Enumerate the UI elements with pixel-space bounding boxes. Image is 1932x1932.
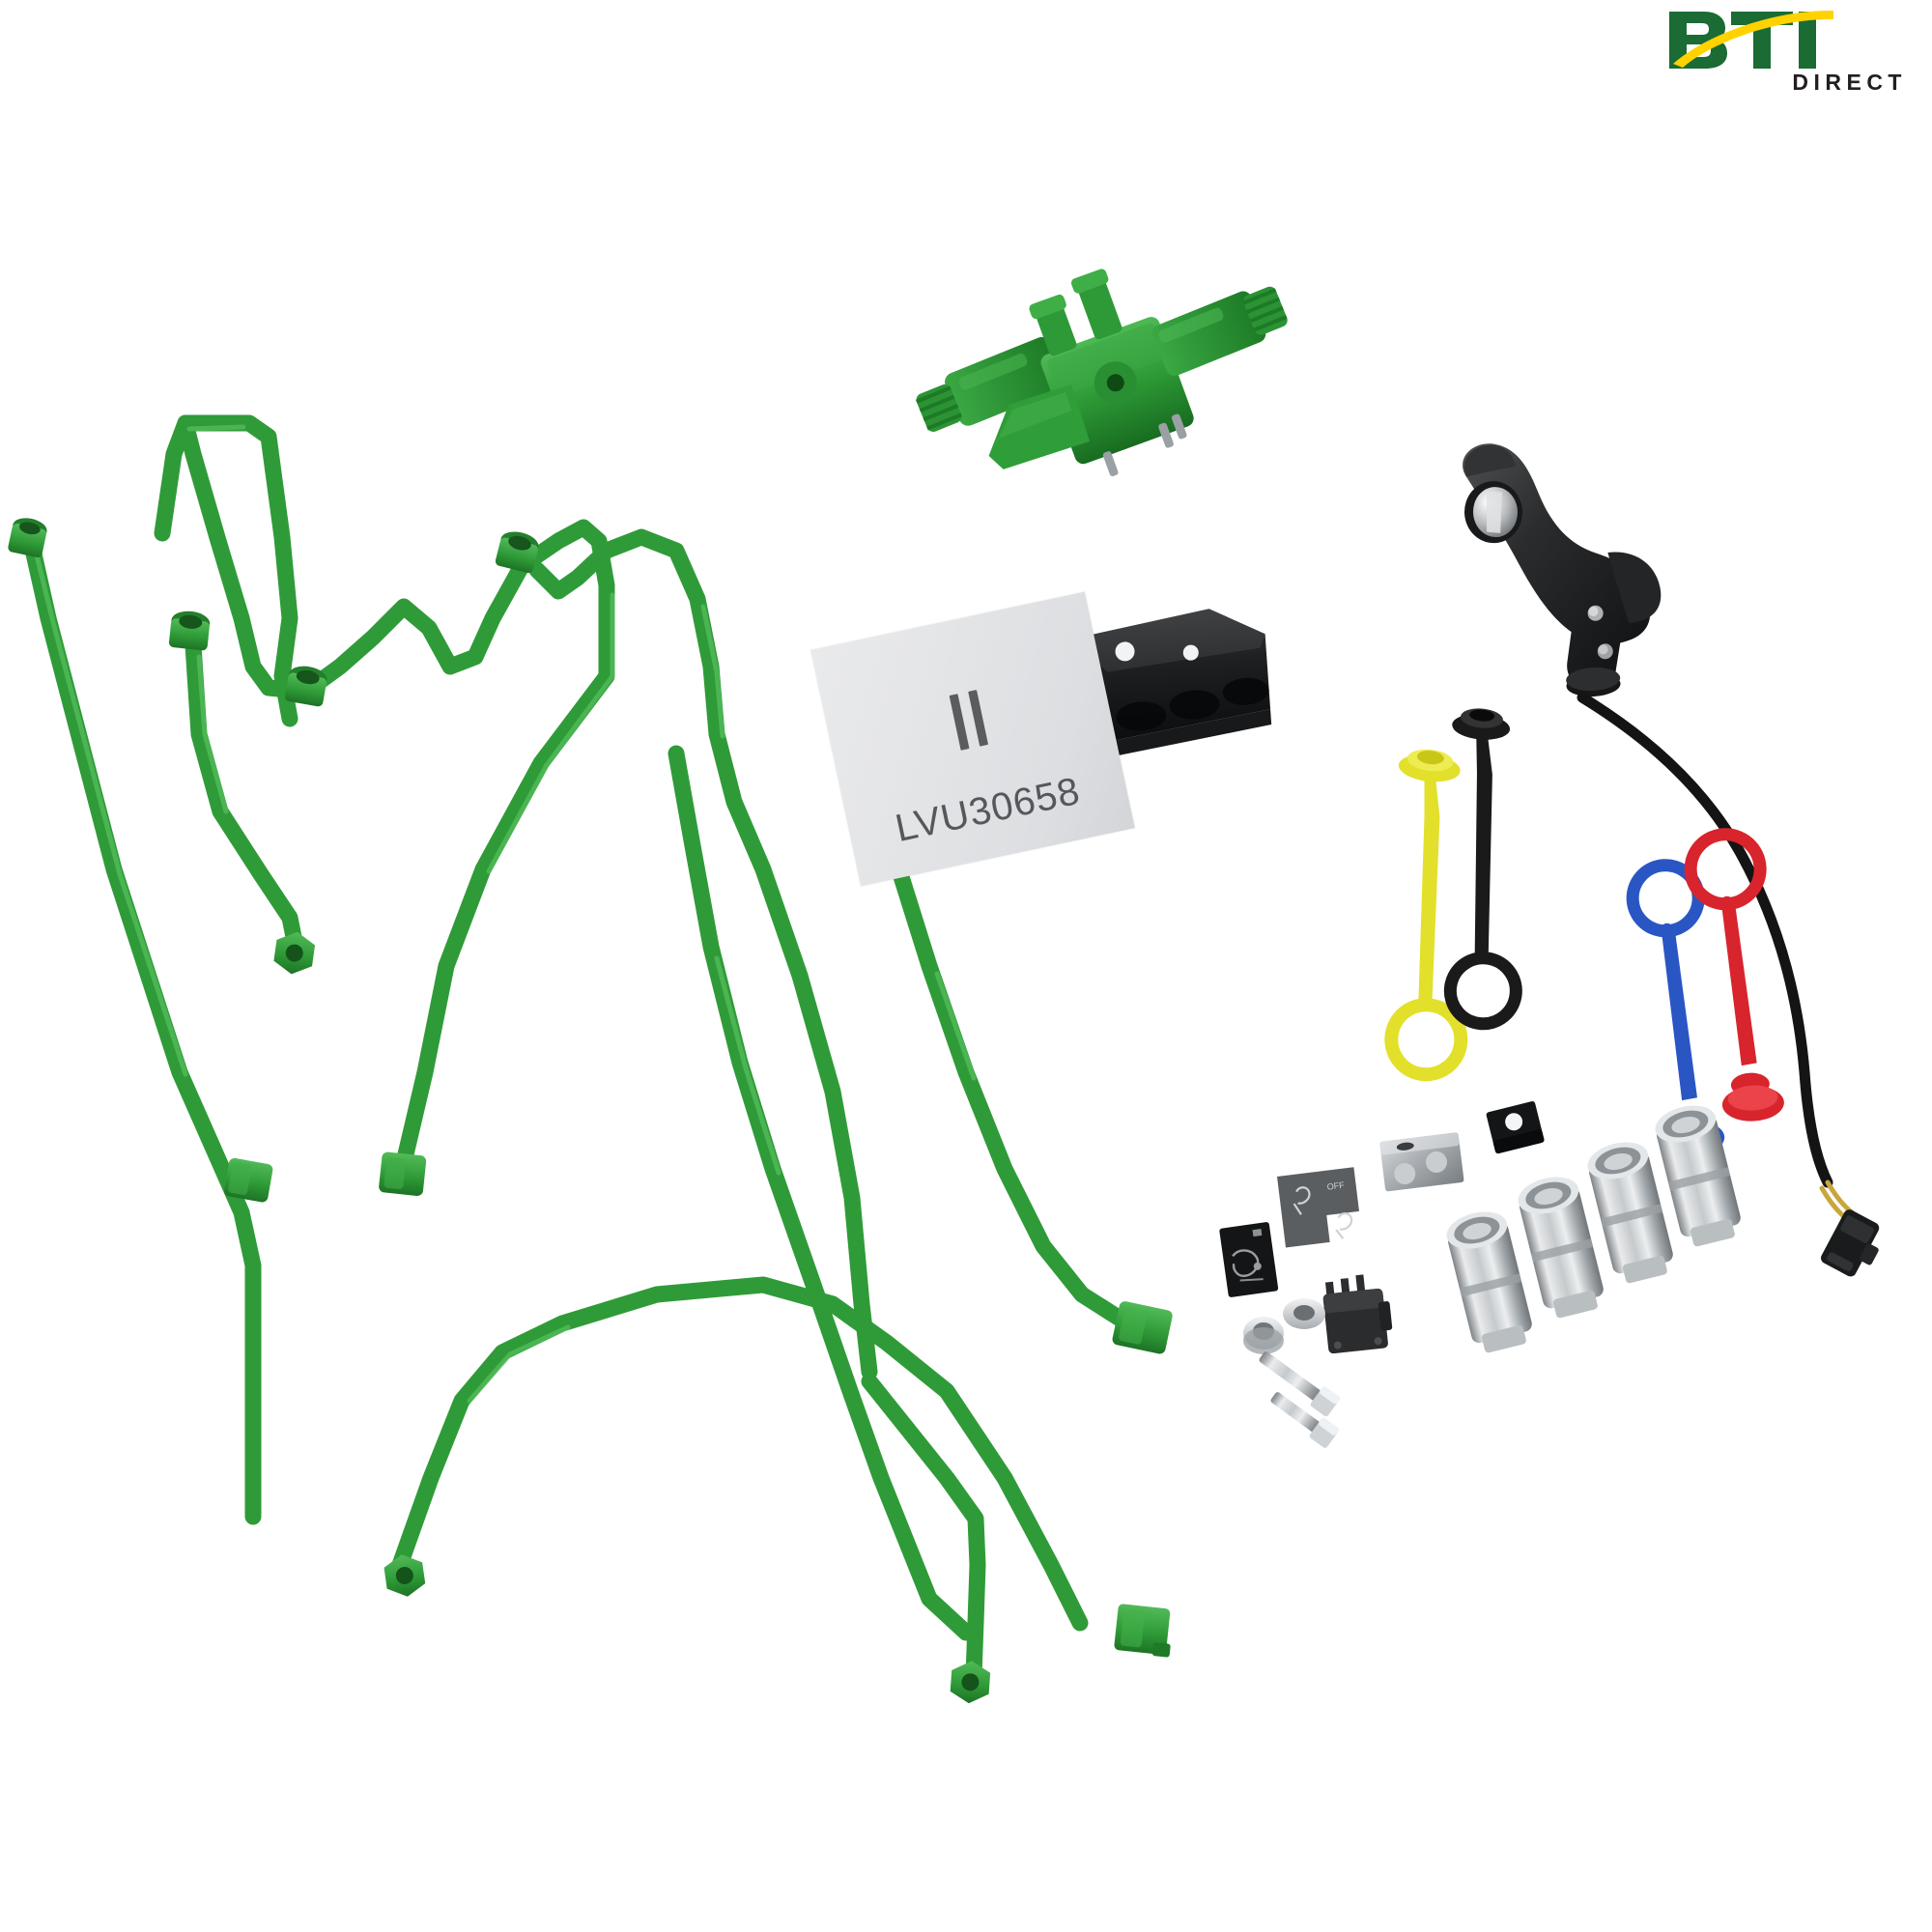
washer-2 [1283, 1298, 1325, 1329]
hydraulic-tube-1 [8, 518, 273, 1525]
brand-tagline: DIRECT [1792, 70, 1907, 95]
decal-l-shaped: OFF [1277, 1167, 1360, 1248]
cover-black [1322, 1274, 1393, 1354]
decal-small-black [1219, 1222, 1279, 1297]
hydraulic-tube-9 [861, 1373, 991, 1704]
dust-cap-black [1443, 708, 1522, 1031]
hydraulic-tube-4 [284, 519, 615, 1196]
quick-coupler-3 [1587, 1142, 1673, 1284]
dust-cap-blue [1626, 859, 1725, 1156]
spacer-plate [1379, 1132, 1464, 1192]
product-label-card: LVU30658 [810, 591, 1135, 887]
bti-wordmark [1669, 10, 1833, 69]
bolt-2 [1270, 1392, 1339, 1448]
hydraulic-tube-2 [154, 414, 318, 727]
svg-text:OFF: OFF [1326, 1180, 1346, 1192]
dust-cap-yellow [1384, 749, 1468, 1082]
brand-logo: DIRECT [1667, 8, 1909, 104]
joystick-cable [1577, 692, 1856, 1222]
clip-black [1486, 1101, 1545, 1154]
label-bar-marks [949, 690, 989, 751]
hydraulic-tube-7 [384, 1276, 1089, 1632]
hydraulic-tube-3 [168, 611, 316, 975]
quick-coupler-2 [1518, 1177, 1604, 1319]
quick-coupler-4 [1655, 1105, 1741, 1247]
bolt-1 [1259, 1351, 1340, 1417]
dust-cap-red [1684, 828, 1784, 1122]
hydraulic-tube-6 [668, 745, 1171, 1658]
washer-1 [1243, 1317, 1284, 1354]
electrical-connector [1821, 1209, 1880, 1277]
hydraulic-tube-8 [890, 859, 1173, 1354]
label-part-number: LVU30658 [892, 769, 1085, 851]
quick-coupler-1 [1446, 1211, 1532, 1353]
